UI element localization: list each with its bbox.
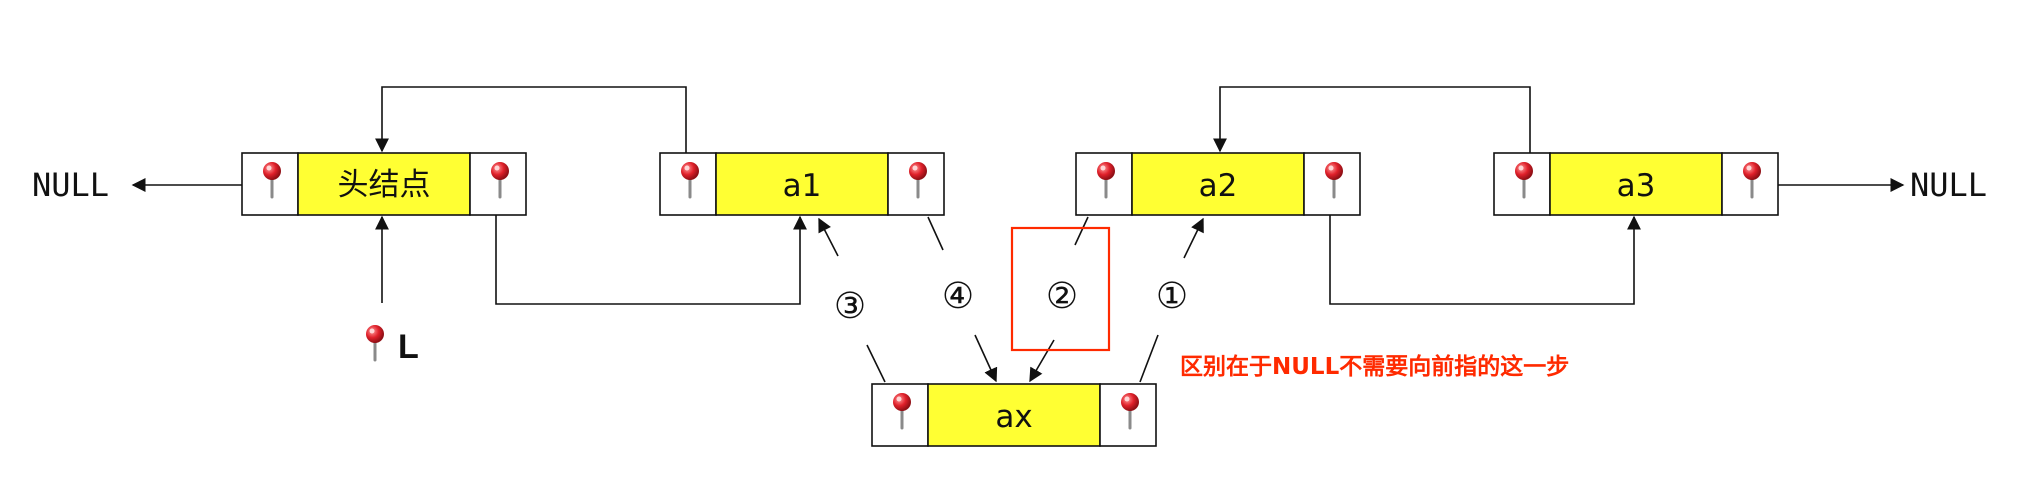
pushpin-icon	[364, 323, 386, 362]
step2-label: ②	[1046, 276, 1078, 317]
node-head-data-cell	[297, 152, 471, 216]
node-a2: a2	[1075, 152, 1361, 216]
a2-next-to-a3-arrow	[1329, 215, 1641, 305]
node-ax-prev-cell	[871, 383, 929, 447]
step3-arrow	[866, 344, 886, 383]
node-a2-next-cell	[1303, 152, 1361, 216]
step1-arrow	[1139, 334, 1159, 383]
node-a3-label: a3	[1617, 168, 1656, 204]
step2-arrow-upper	[1074, 216, 1089, 246]
step1-label: ①	[1156, 276, 1188, 317]
node-a2-data-cell	[1131, 152, 1305, 216]
node-ax: ax	[871, 383, 1157, 447]
node-a1: a1	[659, 152, 945, 216]
step4-arrow-upper	[927, 216, 944, 251]
step4-label: ④	[942, 276, 974, 317]
null-left-label: NULL	[32, 166, 109, 204]
difference-note: 区别在于NULL不需要向前指的这一步	[1180, 353, 1569, 380]
null-right-label: NULL	[1910, 166, 1987, 204]
node-head-label: 头结点	[338, 167, 431, 203]
node-a3: a3	[1493, 152, 1779, 216]
step3-label: ③	[834, 286, 866, 327]
step4-arrow	[974, 334, 998, 383]
step1-arrow-upper	[1183, 217, 1204, 259]
node-a1-data-cell	[715, 152, 889, 216]
step2-arrow	[1029, 339, 1055, 383]
a1-prev-to-head-arrow	[375, 86, 687, 153]
node-head: 头结点	[241, 152, 527, 216]
head-next-to-a1-arrow	[495, 215, 807, 305]
step3-arrow-upper	[818, 217, 839, 257]
node-ax-data-cell	[927, 383, 1101, 447]
node-a2-label: a2	[1199, 168, 1238, 204]
step2-highlight-box	[1010, 226, 1111, 352]
a3-prev-to-a2-arrow	[1213, 86, 1531, 153]
node-a1-label: a1	[783, 168, 822, 204]
node-ax-label: ax	[995, 399, 1032, 435]
pointer-l-label: L	[398, 328, 419, 366]
